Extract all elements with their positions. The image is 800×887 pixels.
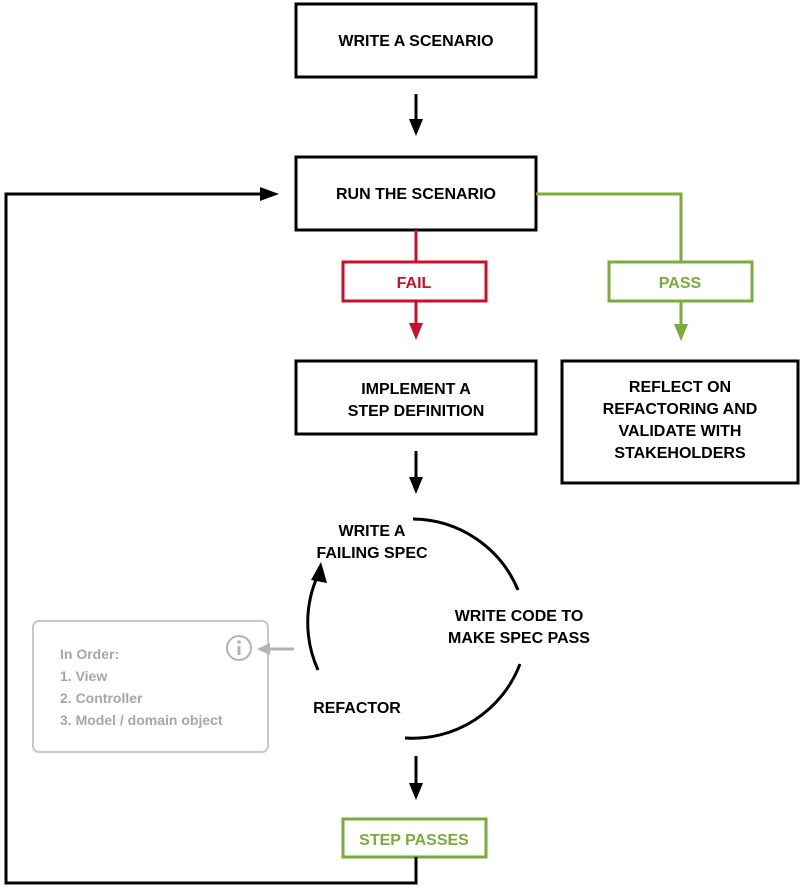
write-failing-line1: WRITE A [339, 523, 406, 540]
write-scenario-label: WRITE A SCENARIO [338, 33, 493, 50]
write-scenario-box: WRITE A SCENARIO [294, 2, 538, 79]
run-scenario-box: RUN THE SCENARIO [294, 155, 538, 232]
fail-label: FAIL [397, 275, 432, 292]
refactor-label: REFACTOR [313, 700, 401, 717]
implement-line1: IMPLEMENT A [361, 381, 471, 398]
implement-line2: STEP DEFINITION [348, 403, 485, 420]
cycle-arc-left [306, 574, 320, 671]
pass-arrow-head [674, 324, 688, 341]
loop-back-arrow-head [260, 187, 279, 201]
step-passes-label: STEP PASSES [359, 832, 469, 849]
write-code-line1: WRITE CODE TO [455, 608, 584, 625]
arrow-write-to-run [409, 94, 423, 136]
note-item-1: 1. View [60, 668, 107, 684]
cycle-arrow-head [311, 562, 327, 583]
arrow-cycle-to-passes [409, 756, 423, 800]
reflect-box: REFLECT ON REFACTORING AND VALIDATE WITH… [560, 359, 800, 485]
reflect-line3: VALIDATE WITH [619, 423, 742, 440]
reflect-line4: STAKEHOLDERS [614, 445, 746, 462]
fail-arrow-head [409, 323, 423, 340]
fail-branch: FAIL [341, 230, 488, 340]
run-scenario-label: RUN THE SCENARIO [336, 186, 496, 203]
note-item-2: 2. Controller [60, 690, 143, 706]
pass-label: PASS [659, 275, 702, 292]
reflect-line1: REFLECT ON [629, 379, 731, 396]
pass-branch: PASS [536, 192, 754, 341]
loop-back-connector [4, 187, 418, 885]
cycle-arc-bottom [404, 663, 522, 740]
write-failing-line2: FAILING SPEC [316, 545, 428, 562]
implement-step-box: IMPLEMENT A STEP DEFINITION [294, 359, 538, 436]
note-title: In Order: [60, 646, 119, 662]
step-passes-box: STEP PASSES [341, 817, 488, 859]
reflect-line2: REFACTORING AND [603, 401, 758, 418]
cycle-arc-top [412, 517, 520, 591]
arrow-implement-to-cycle [409, 451, 423, 494]
tdd-cycle: WRITE A FAILING SPEC WRITE CODE TO MAKE … [306, 517, 590, 740]
order-note: In Order: 1. View 2. Controller 3. Model… [32, 620, 294, 753]
write-code-line2: MAKE SPEC PASS [448, 630, 590, 647]
note-item-3: 3. Model / domain object [60, 712, 223, 728]
info-icon[interactable] [226, 635, 252, 661]
